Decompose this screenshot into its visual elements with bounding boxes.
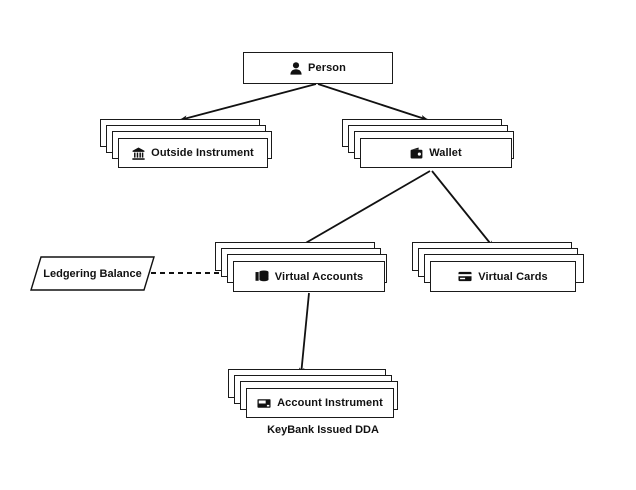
note-ledgering-balance-label: Ledgering Balance (43, 267, 142, 280)
bank-icon (132, 147, 145, 160)
wallet-icon (410, 147, 423, 159)
node-outside-instrument-label: Outside Instrument (151, 147, 254, 159)
person-icon (290, 61, 302, 75)
node-person-label: Person (308, 62, 346, 74)
node-virtual-accounts[interactable]: Virtual Accounts (233, 261, 385, 292)
node-wallet-label: Wallet (429, 147, 462, 159)
node-outside-instrument[interactable]: Outside Instrument (118, 138, 268, 168)
credit-card-icon (458, 271, 472, 282)
edge-virtual-accounts-to-account-instrument (298, 292, 310, 376)
edge-wallet-to-virtual-cards (431, 170, 495, 249)
edge-wallet-to-virtual-accounts (296, 170, 431, 249)
parallelogram-shape (30, 256, 155, 291)
node-account-instrument-label: Account Instrument (277, 397, 383, 409)
keybank-issued-dda-caption: KeyBank Issued DDA (267, 424, 379, 436)
node-account-instrument[interactable]: Account Instrument (246, 388, 394, 418)
edge-person-to-outside-instrument (179, 83, 317, 121)
node-person[interactable]: Person (243, 52, 393, 84)
edge-person-to-wallet (317, 83, 429, 121)
coins-stack-icon (255, 270, 269, 283)
note-ledgering-balance[interactable]: Ledgering Balance (30, 256, 155, 291)
node-wallet[interactable]: Wallet (360, 138, 512, 168)
payment-card-icon (257, 398, 271, 409)
node-virtual-cards-label: Virtual Cards (478, 270, 548, 283)
node-virtual-cards[interactable]: Virtual Cards (430, 261, 576, 292)
node-virtual-accounts-label: Virtual Accounts (274, 270, 364, 283)
